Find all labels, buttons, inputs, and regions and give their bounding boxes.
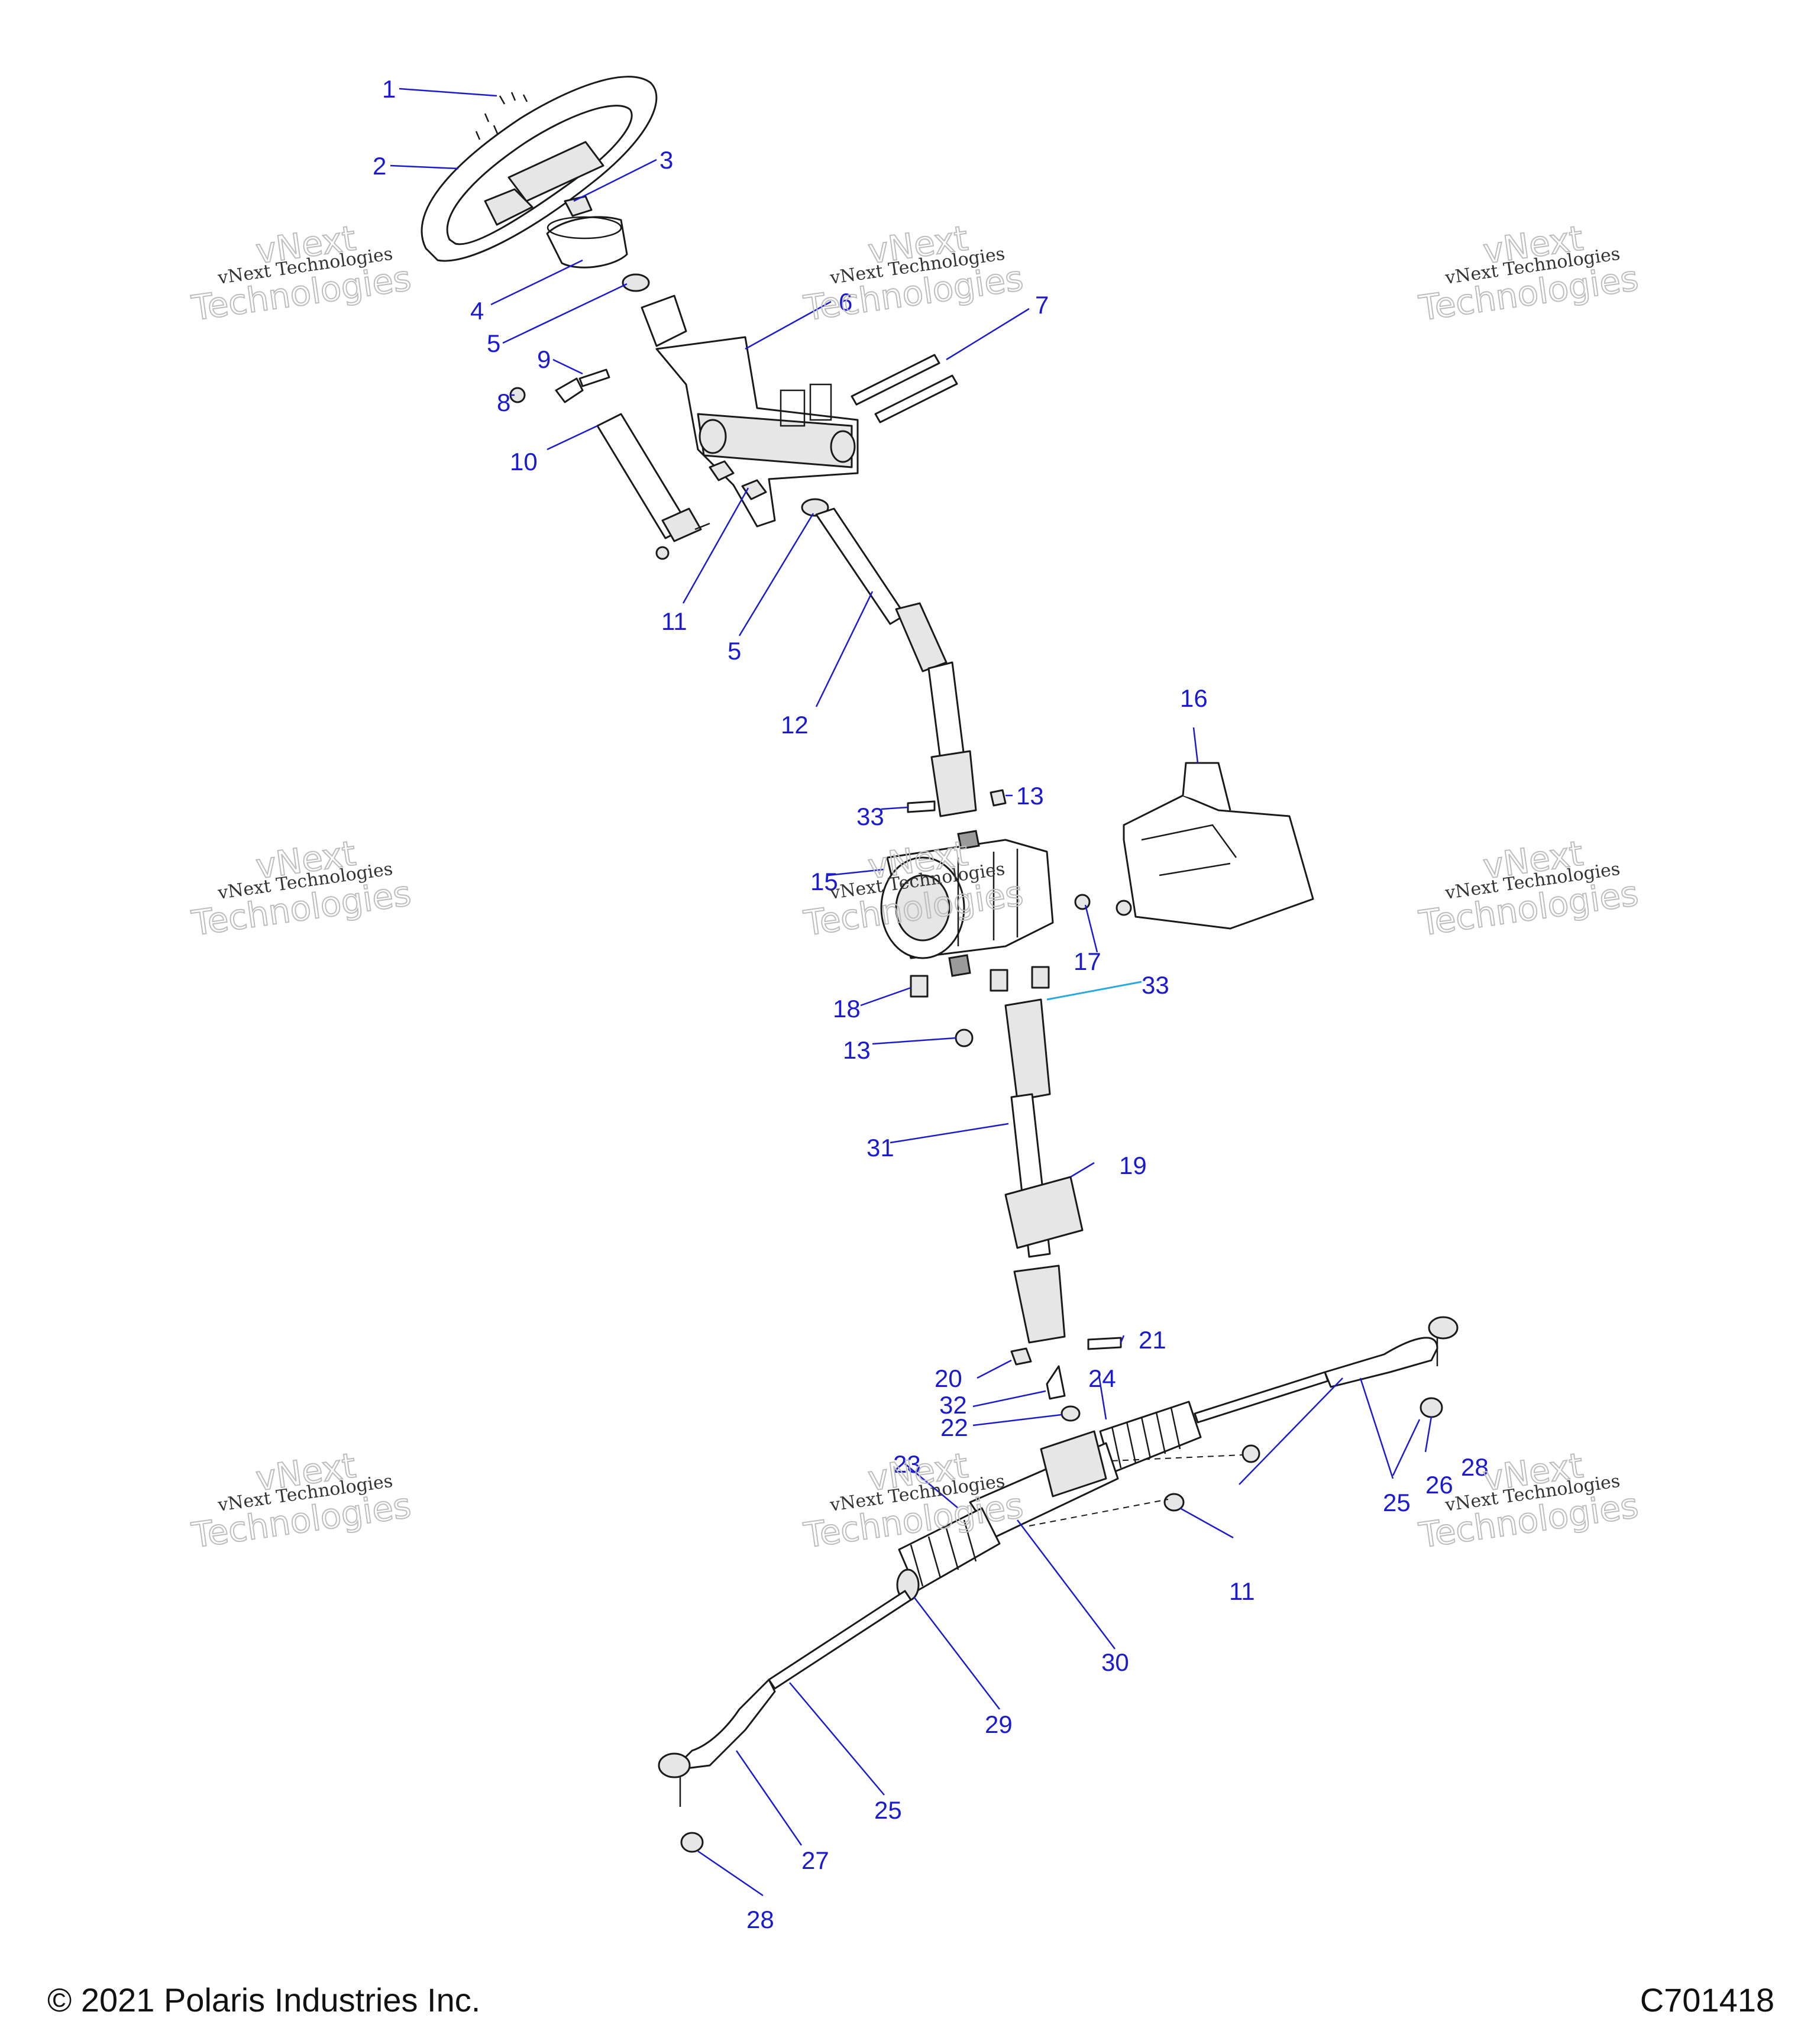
- part-26-tie-rod-end-right: [1324, 1316, 1459, 1388]
- callout-24: 24: [1088, 1364, 1116, 1392]
- callout-13b: 13: [843, 1036, 871, 1064]
- part-10-gas-strut: [555, 377, 710, 560]
- callout-5a: 5: [487, 329, 500, 357]
- callout-5b: 5: [728, 637, 741, 665]
- callout-11a: 11: [661, 607, 687, 635]
- callout-30: 30: [1101, 1648, 1129, 1676]
- part-27-tie-rod-end-left: [658, 1678, 776, 1807]
- part-7-long-bolts: [851, 354, 958, 423]
- callout-9: 9: [537, 345, 551, 373]
- callout-3: 3: [659, 146, 673, 174]
- part-28-nut-left: [680, 1832, 704, 1853]
- part-5-bushing-upper: [622, 273, 650, 292]
- part-20-nut: [1010, 1347, 1032, 1366]
- callout-26: 26: [1425, 1471, 1453, 1499]
- callout-2: 2: [373, 152, 386, 180]
- part-11-nut-upper: [709, 460, 767, 500]
- callout-16: 16: [1180, 684, 1208, 712]
- part-19-boot-plate: [1004, 1176, 1084, 1249]
- watermark-tr: vNext vNext Technologies Technologies: [1416, 217, 1641, 329]
- callout-22: 22: [940, 1414, 968, 1441]
- watermark-mr: vNext vNext Technologies Technologies: [1416, 832, 1641, 944]
- callout-20: 20: [935, 1364, 962, 1392]
- part-13-nut-lower: [955, 1029, 974, 1047]
- callout-15: 15: [810, 868, 838, 895]
- callout-18: 18: [833, 995, 861, 1023]
- mount-dashed-lines: [1029, 1444, 1260, 1526]
- callout-6: 6: [839, 288, 852, 316]
- callout-28a: 28: [1461, 1453, 1489, 1481]
- callout-21: 21: [1139, 1326, 1166, 1354]
- part-9-bolt: [578, 368, 610, 387]
- callout-4: 4: [470, 297, 484, 325]
- callout-28b: 28: [746, 1906, 774, 1933]
- part-17-bolts: [1074, 894, 1132, 916]
- part-4-hub-cover: [546, 216, 628, 269]
- callout-25a: 25: [1383, 1489, 1411, 1516]
- part-1-screws: [475, 92, 528, 140]
- part-30-rack-housing: [969, 1430, 1119, 1539]
- watermark-br: vNext vNext Technologies Technologies: [1416, 1444, 1641, 1556]
- callout-13a: 13: [1016, 782, 1044, 810]
- callout-29: 29: [985, 1710, 1013, 1738]
- part-18-bolts: [910, 966, 1050, 998]
- callout-labels: 1 2 3 4 5 6 7 9 8 10 11 5 12 16 33 13 15…: [373, 75, 1489, 1933]
- callout-12: 12: [781, 711, 809, 739]
- callout-27: 27: [801, 1846, 829, 1874]
- watermark-ml: vNext vNext Technologies Technologies: [189, 832, 414, 944]
- part-13-nut-upper: [990, 789, 1007, 807]
- part-21-bolt: [1087, 1337, 1122, 1350]
- part-22-seal: [1061, 1405, 1081, 1422]
- callout-32: 32: [939, 1391, 967, 1419]
- part-28-nut-right: [1420, 1397, 1443, 1418]
- leader-lines: [390, 88, 1433, 1897]
- part-6-column-bracket: [641, 295, 859, 528]
- part-11-nut-lower: [1163, 1493, 1185, 1512]
- callout-19: 19: [1119, 1152, 1147, 1179]
- copyright-notice: © 2021 Polaris Industries Inc.: [47, 1981, 481, 2019]
- part-24-rack-boot-right: [1099, 1401, 1202, 1474]
- figure-id: C701418: [1640, 1981, 1774, 2019]
- callout-33a: 33: [856, 803, 884, 830]
- callout-10: 10: [510, 448, 538, 476]
- callout-7: 7: [1035, 291, 1049, 319]
- part-2-steering-wheel: [421, 76, 658, 262]
- callout-1: 1: [382, 75, 396, 103]
- callout-33b: 33: [1142, 971, 1169, 999]
- part-33-bolt-upper: [907, 800, 936, 813]
- part-16-cover: [1123, 762, 1314, 930]
- part-15-power-steering-unit: [880, 830, 1054, 977]
- callout-17: 17: [1074, 947, 1101, 975]
- part-25-tie-rod-right: [1194, 1371, 1329, 1424]
- watermark-bl: vNext vNext Technologies Technologies: [189, 1444, 414, 1556]
- part-32-clip: [1046, 1365, 1066, 1400]
- callout-8: 8: [497, 389, 510, 416]
- callout-25b: 25: [874, 1796, 902, 1824]
- callout-11b: 11: [1229, 1577, 1255, 1605]
- watermark-tl: vNext vNext Technologies Technologies: [189, 217, 414, 329]
- watermark-tc: vNext vNext Technologies Technologies: [801, 217, 1026, 329]
- part-25-tie-rod-left: [768, 1590, 912, 1690]
- part-12-upper-shaft: [815, 507, 977, 817]
- part-31-lower-shaft: [1004, 998, 1066, 1344]
- callout-31: 31: [867, 1134, 894, 1162]
- part-5-bushing-lower: [801, 498, 829, 517]
- callout-23: 23: [893, 1450, 921, 1478]
